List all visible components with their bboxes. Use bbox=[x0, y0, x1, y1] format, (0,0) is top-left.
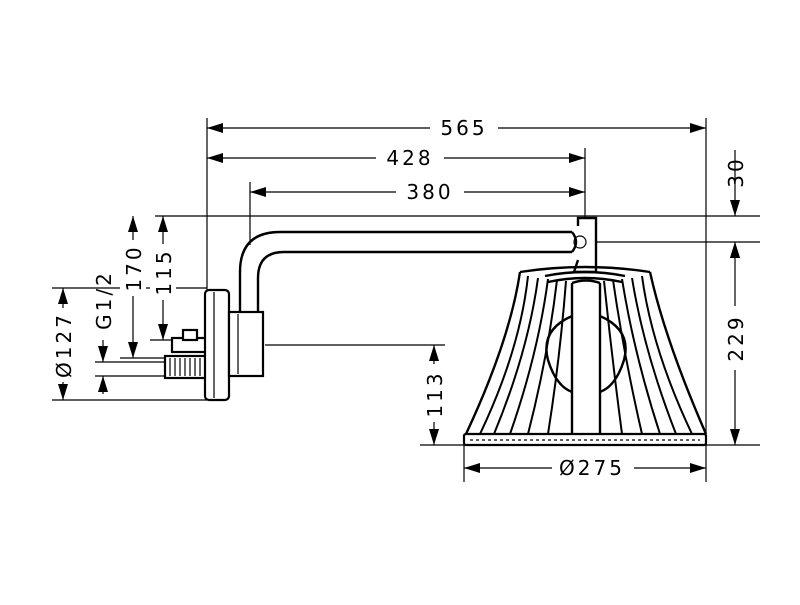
dimension-g12: G1/2 bbox=[92, 270, 116, 394]
wall-connector bbox=[163, 288, 265, 402]
dim-113-label: 113 bbox=[423, 370, 447, 417]
dim-170-label: 170 bbox=[122, 244, 146, 291]
dim-115-label: 115 bbox=[152, 248, 176, 295]
dimension-115: 115 bbox=[150, 216, 176, 340]
dim-428-label: 428 bbox=[386, 146, 433, 170]
dimension-d127: Ø127 bbox=[50, 288, 76, 400]
dimension-113: 113 bbox=[421, 345, 447, 445]
extension-lines bbox=[52, 118, 760, 482]
dim-g12-label: G1/2 bbox=[92, 270, 116, 330]
shower-head bbox=[462, 265, 708, 447]
dim-380-label: 380 bbox=[406, 180, 453, 204]
dimension-380: 380 bbox=[250, 180, 585, 204]
dim-229-label: 229 bbox=[724, 314, 748, 361]
dimension-170: 170 bbox=[120, 216, 146, 358]
dim-565-label: 565 bbox=[440, 116, 487, 140]
dimension-428: 428 bbox=[207, 146, 585, 170]
shower-arm bbox=[238, 216, 598, 312]
dimension-d275: Ø275 bbox=[464, 456, 706, 480]
dim-d127-label: Ø127 bbox=[52, 312, 76, 378]
dim-d275-label: Ø275 bbox=[559, 456, 625, 480]
dim-30-label: 30 bbox=[724, 156, 748, 187]
dimension-565: 565 bbox=[207, 116, 706, 140]
dimension-229: 229 bbox=[722, 242, 748, 445]
